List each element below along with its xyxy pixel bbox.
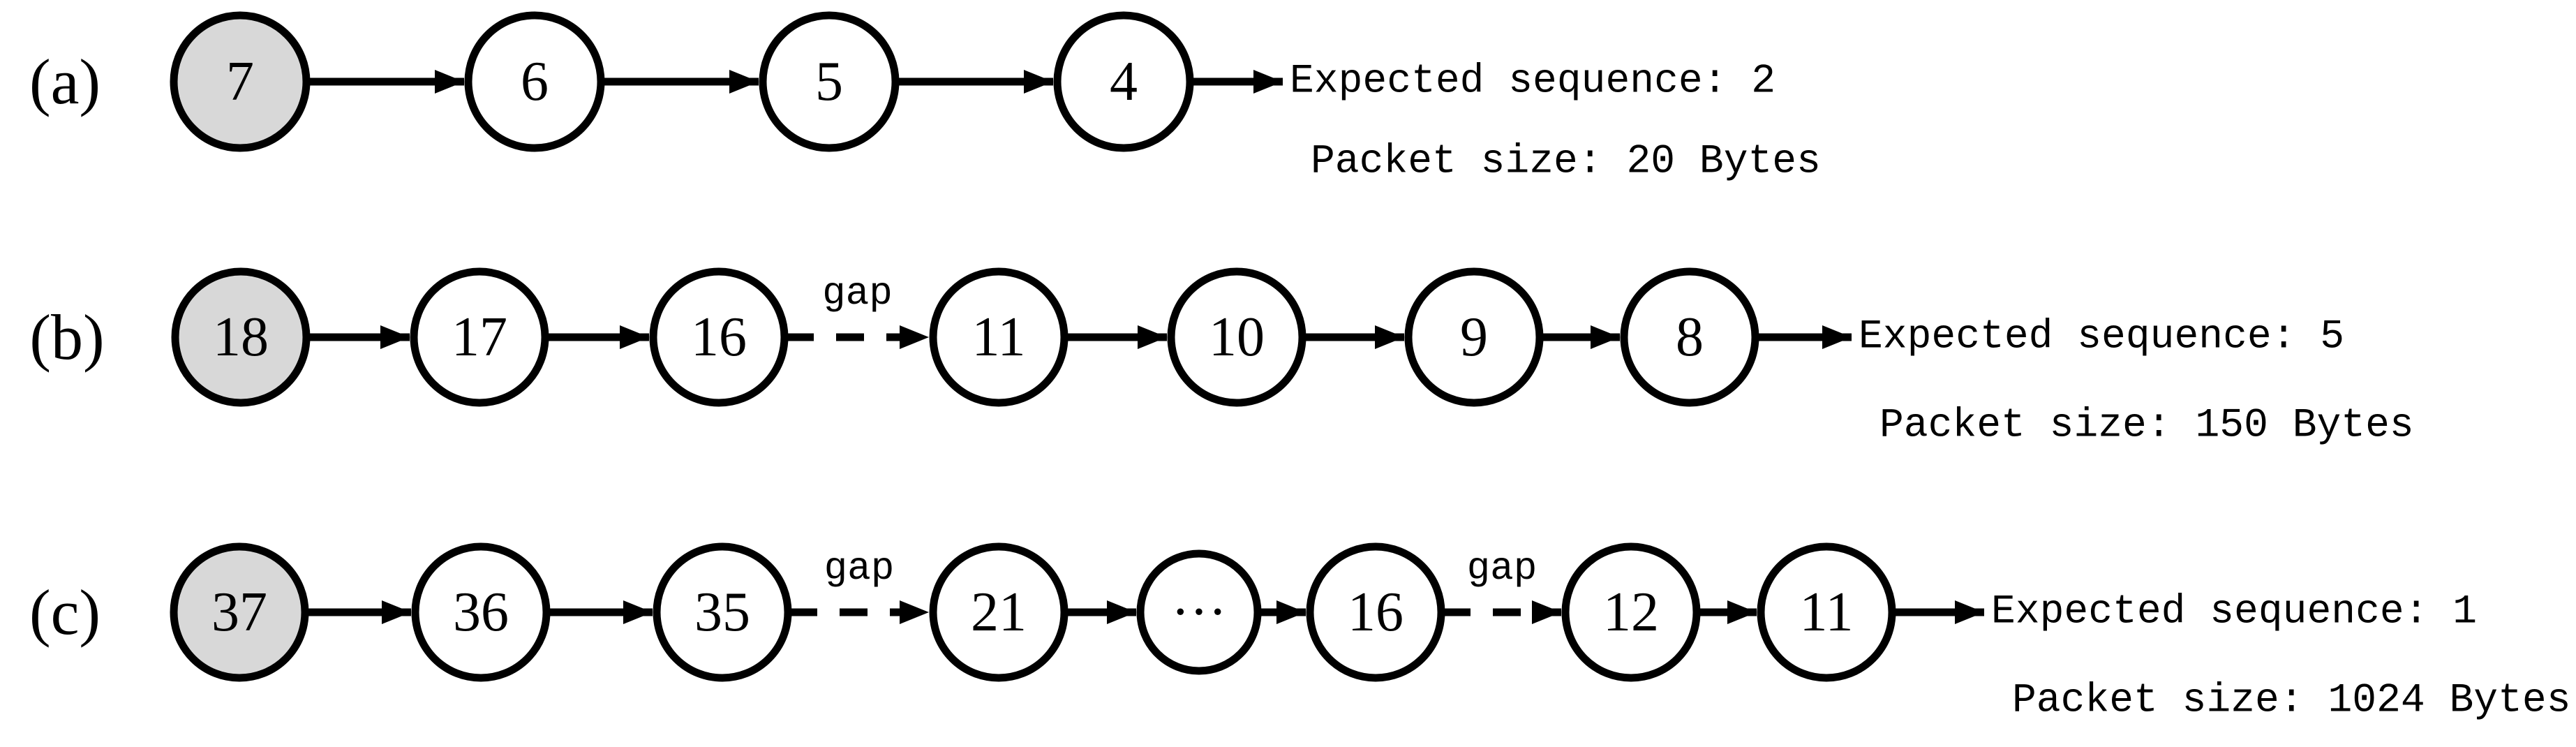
- packet-node-shaded: [170, 11, 311, 152]
- packet-sequence-number: 21: [971, 582, 1027, 643]
- packet-node: [929, 267, 1069, 407]
- packet-sequence-number: 9: [1460, 306, 1488, 368]
- packet-node: [1561, 542, 1701, 682]
- packet-sequence-number: 10: [1209, 306, 1265, 368]
- gap-label: gap: [1467, 546, 1538, 591]
- packet-sequence-number: 18: [213, 306, 269, 368]
- packet-node: [1306, 542, 1445, 682]
- packet-sequence-number: ···: [1171, 582, 1227, 643]
- diagram-row-b: (b) gap 18 17 16 11 10 9 8 Expected sequence: 5 Pa…: [29, 267, 2414, 449]
- packet-sequence-number: 37: [211, 582, 267, 643]
- packet-node: [649, 267, 789, 407]
- expected-sequence-text: Expected sequence: 5: [1859, 315, 2344, 360]
- packet-node: [1620, 267, 1759, 407]
- packet-sequence-number: 5: [815, 51, 843, 112]
- packet-sequence-number: 11: [1799, 582, 1853, 643]
- row-label: (a): [29, 46, 100, 117]
- packet-node-shaded: [171, 267, 311, 407]
- packet-sequence-number: 36: [453, 582, 509, 643]
- row-label: (b): [29, 302, 104, 373]
- packet-sequence-number: 7: [226, 51, 254, 112]
- packet-node: [410, 267, 549, 407]
- packet-node: [759, 11, 900, 152]
- packet-sequence-number: 12: [1603, 582, 1659, 643]
- packet-sequence-number: 8: [1676, 306, 1704, 368]
- gap-label: gap: [822, 271, 893, 316]
- packet-sequence-number: 11: [971, 306, 1025, 368]
- expected-sequence-text: Expected sequence: 1: [1991, 590, 2477, 635]
- packet-sequence-number: 4: [1110, 51, 1138, 112]
- packet-node: [1404, 267, 1544, 407]
- packet-size-text: Packet size: 150 Bytes: [1879, 404, 2414, 449]
- packet-size-text: Packet size: 1024 Bytes: [2012, 679, 2571, 724]
- diagram-row-c: (c) gap gap 37 36 35 21 ··· 16 12 11 Expected seque…: [29, 542, 2571, 724]
- diagram-row-a: (a) 7 6 5 4 Expected sequence: 2 Packet size: …: [29, 11, 1821, 185]
- packet-sequence-number: 17: [452, 306, 507, 368]
- packet-node: [411, 542, 551, 682]
- expected-sequence-text: Expected sequence: 2: [1290, 59, 1775, 105]
- packet-node: [464, 11, 605, 152]
- packet-node: [1053, 11, 1194, 152]
- packet-sequence-number: 16: [1348, 582, 1404, 643]
- packet-node: [1136, 549, 1262, 675]
- packet-node: [1167, 267, 1306, 407]
- gap-label: gap: [824, 546, 895, 591]
- packet-node-shaded: [170, 542, 309, 682]
- packet-node: [653, 542, 792, 682]
- packet-sequence-number: 6: [521, 51, 549, 112]
- packet-size-text: Packet size: 20 Bytes: [1311, 140, 1821, 185]
- packet-sequence-number: 35: [694, 582, 750, 643]
- packet-sequence-number: 16: [691, 306, 747, 368]
- row-label: (c): [29, 577, 100, 648]
- packet-node: [1757, 542, 1896, 682]
- packet-node: [929, 542, 1069, 682]
